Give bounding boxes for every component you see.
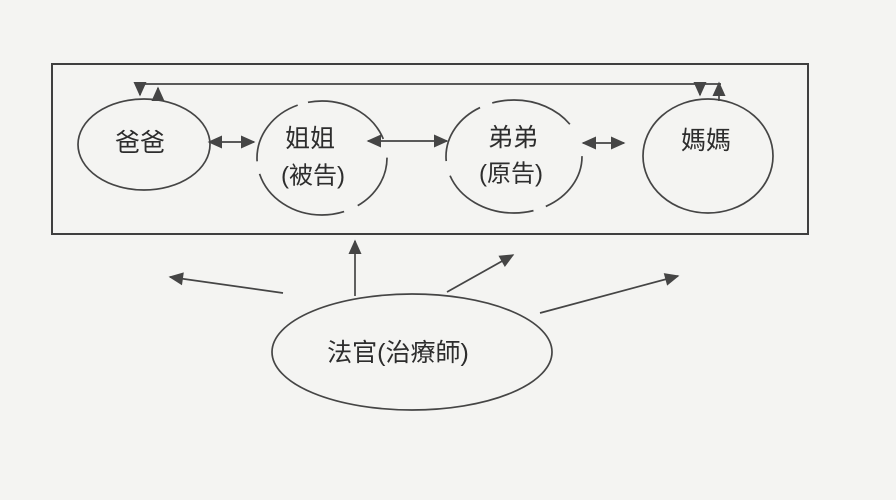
sister-sublabel: (被告) [281, 163, 345, 190]
judge-ellipse [271, 293, 553, 411]
judge-to-brother-arrow [446, 254, 515, 293]
father-ellipse [77, 98, 211, 191]
family-boundary-box [51, 63, 809, 235]
sister-ellipse [256, 100, 388, 216]
brother-ellipse [445, 99, 583, 214]
judge-to-mother-arrow [539, 273, 680, 314]
sister-label: 姐姐 [285, 125, 335, 153]
mother-label: 媽媽 [681, 127, 731, 155]
brother-label: 弟弟 [488, 124, 538, 152]
judge-to-father-arrow [168, 272, 284, 294]
father-label: 爸爸 [115, 129, 165, 157]
judge-label: 法官(治療師) [327, 339, 469, 367]
brother-sublabel: (原告) [479, 161, 543, 188]
mother-ellipse [642, 98, 774, 214]
